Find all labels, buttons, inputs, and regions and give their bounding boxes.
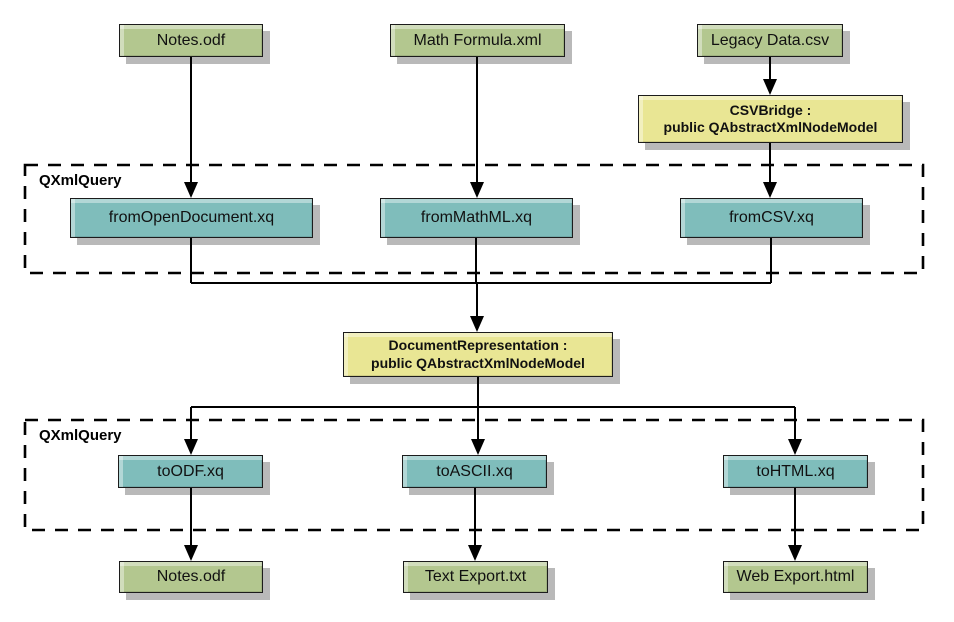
arrowhead-down-icon — [184, 182, 198, 198]
node-csvbridge-class: CSVBridge : public QAbstractXmlNodeModel — [638, 95, 903, 143]
node-from-csv-xq: fromCSV.xq — [680, 198, 863, 238]
arrowhead-down-icon — [471, 439, 485, 455]
arrowhead-down-icon — [470, 316, 484, 332]
edge-notes-to-fromopendocument — [184, 57, 198, 198]
node-web-export-html: Web Export.html — [723, 561, 868, 593]
node-label: fromOpenDocument.xq — [108, 209, 275, 226]
node-text-export-txt: Text Export.txt — [403, 561, 548, 593]
edge-mathformula-to-frommathml — [470, 57, 484, 198]
node-label-line1: CSVBridge : — [729, 101, 812, 118]
edge-toascii-to-textexport — [468, 488, 482, 561]
edge-tohtml-to-webexport — [788, 488, 802, 561]
arrowhead-down-icon — [468, 545, 482, 561]
arrowhead-down-icon — [184, 545, 198, 561]
node-to-odf-xq: toODF.xq — [118, 455, 263, 488]
arrowhead-down-icon — [763, 79, 777, 95]
node-math-formula-xml: Math Formula.xml — [390, 24, 565, 57]
node-label: toODF.xq — [157, 462, 224, 480]
node-notes-odf-output: Notes.odf — [119, 561, 263, 593]
edge-documentrepresentation-split-to-queries — [184, 377, 802, 455]
node-label: Notes.odf — [156, 568, 226, 585]
node-label: Web Export.html — [736, 568, 855, 585]
node-legacy-data-csv: Legacy Data.csv — [697, 24, 843, 57]
node-from-opendocument-xq: fromOpenDocument.xq — [70, 198, 313, 238]
node-notes-odf-source: Notes.odf — [119, 24, 263, 57]
node-label: Legacy Data.csv — [710, 31, 830, 49]
node-label: Text Export.txt — [424, 568, 527, 585]
node-label: toASCII.xq — [436, 462, 513, 480]
node-to-ascii-xq: toASCII.xq — [402, 455, 547, 488]
arrowhead-down-icon — [788, 439, 802, 455]
node-label: fromCSV.xq — [729, 209, 814, 226]
edge-queries-merge-to-documentrepresentation — [190, 238, 772, 332]
arrowhead-down-icon — [788, 545, 802, 561]
arrowhead-down-icon — [763, 182, 777, 198]
node-label: Notes.odf — [156, 31, 226, 49]
node-from-mathml-xq: fromMathML.xq — [380, 198, 573, 238]
node-label: Math Formula.xml — [413, 31, 542, 49]
node-label: toHTML.xq — [756, 462, 835, 480]
edge-toodf-to-notes — [184, 488, 198, 561]
qxmlquery-container-label-bottom: QXmlQuery — [39, 427, 122, 444]
node-document-representation-class: DocumentRepresentation : public QAbstrac… — [343, 332, 613, 377]
node-label-line2: public QAbstractXmlNodeModel — [663, 119, 878, 135]
node-to-html-xq: toHTML.xq — [723, 455, 868, 488]
qxmlquery-container-label-top: QXmlQuery — [39, 172, 122, 189]
edge-legacydata-to-csvbridge — [763, 57, 777, 95]
edge-csvbridge-to-fromcsv — [763, 143, 777, 198]
node-label: fromMathML.xq — [420, 209, 533, 226]
arrowhead-down-icon — [470, 182, 484, 198]
node-label-line2: public QAbstractXmlNodeModel — [371, 354, 585, 371]
arrowhead-down-icon — [184, 439, 198, 455]
node-label-line1: DocumentRepresentation : — [388, 337, 568, 353]
